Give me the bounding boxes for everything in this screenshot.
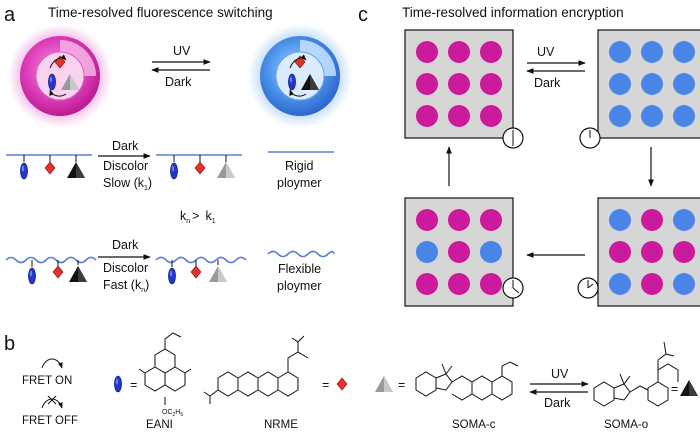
panel-a-letter: a xyxy=(4,4,16,26)
row2-discolor-label: Discolor xyxy=(103,261,148,275)
grid-dot xyxy=(641,73,663,95)
grid-dot xyxy=(609,241,631,263)
grid-dot xyxy=(641,209,663,231)
grid-dot xyxy=(641,273,663,295)
flexible-label: Flexible xyxy=(278,262,321,276)
grid-dot xyxy=(448,105,470,127)
grid-dot xyxy=(448,209,470,231)
grid-dot xyxy=(416,41,438,63)
flexible-chain-right xyxy=(155,256,247,285)
grid-bottom-right xyxy=(597,197,700,307)
flexible-polymer-line xyxy=(267,250,335,258)
panel-b-dark-label: Dark xyxy=(544,396,571,410)
grid-dot xyxy=(416,209,438,231)
soma-o-symbol xyxy=(680,380,698,396)
grid-dot xyxy=(609,73,631,95)
blue-nanoparticle xyxy=(248,24,352,128)
flexible-ploymer-label: ploymer xyxy=(277,279,321,293)
grid-dot xyxy=(673,105,695,127)
grid-top-left xyxy=(404,29,514,139)
soma-o-equals: = xyxy=(671,382,678,396)
flexible-chain-left xyxy=(5,256,97,285)
panel-b-letter: b xyxy=(4,333,15,355)
row2-dark-label: Dark xyxy=(112,238,139,252)
grid-dot xyxy=(609,273,631,295)
grid-dot xyxy=(416,241,438,263)
grid-dot xyxy=(448,241,470,263)
grid-dot xyxy=(673,209,695,231)
grid-dot xyxy=(609,209,631,231)
magenta-nanoparticle xyxy=(8,24,112,128)
grid-dot xyxy=(416,273,438,295)
rigid-chain-right xyxy=(156,154,242,180)
grid-top-right xyxy=(597,29,700,139)
soma-c-label: SOMA-c xyxy=(452,419,496,431)
panel-a-dark-label: Dark xyxy=(165,75,192,89)
panel-b-uv-label: UV xyxy=(551,367,569,381)
row1-dark-label: Dark xyxy=(112,139,139,153)
fret-off-label: FRET OFF xyxy=(22,415,78,427)
eani-structure xyxy=(138,332,192,405)
grid-dot xyxy=(641,241,663,263)
fret-on-label: FRET ON xyxy=(22,375,72,387)
soma-c-symbol xyxy=(375,376,393,392)
soma-o-structure xyxy=(593,341,679,407)
grid-dot xyxy=(673,41,695,63)
nrme-structure xyxy=(203,335,309,404)
panel-c-title: Time-resolved information encryption xyxy=(402,5,624,20)
grid-dot xyxy=(480,209,502,231)
clock-icon-top-right xyxy=(579,127,601,149)
grid-dot xyxy=(609,105,631,127)
grid-dot xyxy=(480,241,502,263)
grid-dot xyxy=(641,105,663,127)
clock-icon-top-left xyxy=(502,127,524,149)
rigid-chain-left xyxy=(6,154,92,180)
eani-equals: = xyxy=(130,378,137,392)
soma-c-equals: = xyxy=(398,378,405,392)
grid-dot xyxy=(673,73,695,95)
rigid-ploymer-label: ploymer xyxy=(277,176,321,190)
grid-dot xyxy=(480,41,502,63)
grid-dot xyxy=(416,73,438,95)
soma-c-structure xyxy=(415,361,519,401)
rigid-label: Rigid xyxy=(285,159,314,173)
grid-dot xyxy=(609,41,631,63)
eani-label: EANI xyxy=(146,419,173,431)
panel-a-uv-label: UV xyxy=(173,44,191,58)
soma-o-label: SOMA-o xyxy=(604,419,648,431)
grid-bottom-left xyxy=(404,197,514,307)
eani-symbol xyxy=(113,375,123,393)
clock-icon-bottom-right xyxy=(577,277,599,299)
fret-off-arrow xyxy=(41,395,63,409)
grid-dot xyxy=(448,41,470,63)
grid-dot xyxy=(448,273,470,295)
grid-dot xyxy=(673,241,695,263)
row1-rate-label: Slow (k1) xyxy=(103,176,152,192)
grid-dot xyxy=(480,105,502,127)
grid-dot xyxy=(641,41,663,63)
panel-a-title: Time-resolved fluorescence switching xyxy=(48,5,273,20)
grid-dot xyxy=(416,105,438,127)
fret-on-arrow xyxy=(41,358,63,369)
nrme-label: NRME xyxy=(264,419,298,431)
grid-dot xyxy=(480,273,502,295)
panel-c-dark-label: Dark xyxy=(534,76,561,90)
grid-dot xyxy=(673,273,695,295)
rate-comparison: kn>k1 xyxy=(180,209,216,225)
row2-rate-label: Fast (kn) xyxy=(103,278,149,294)
eani-ethoxy: OC2H5 xyxy=(162,409,183,418)
nrme-equals: = xyxy=(322,378,329,392)
panel-c-uv-label: UV xyxy=(537,45,555,59)
nrme-symbol xyxy=(336,377,348,391)
grid-dot xyxy=(480,73,502,95)
grid-dot xyxy=(448,73,470,95)
panel-c-letter: c xyxy=(358,4,368,26)
row1-discolor-label: Discolor xyxy=(103,159,148,173)
clock-icon-bottom-left xyxy=(502,277,524,299)
